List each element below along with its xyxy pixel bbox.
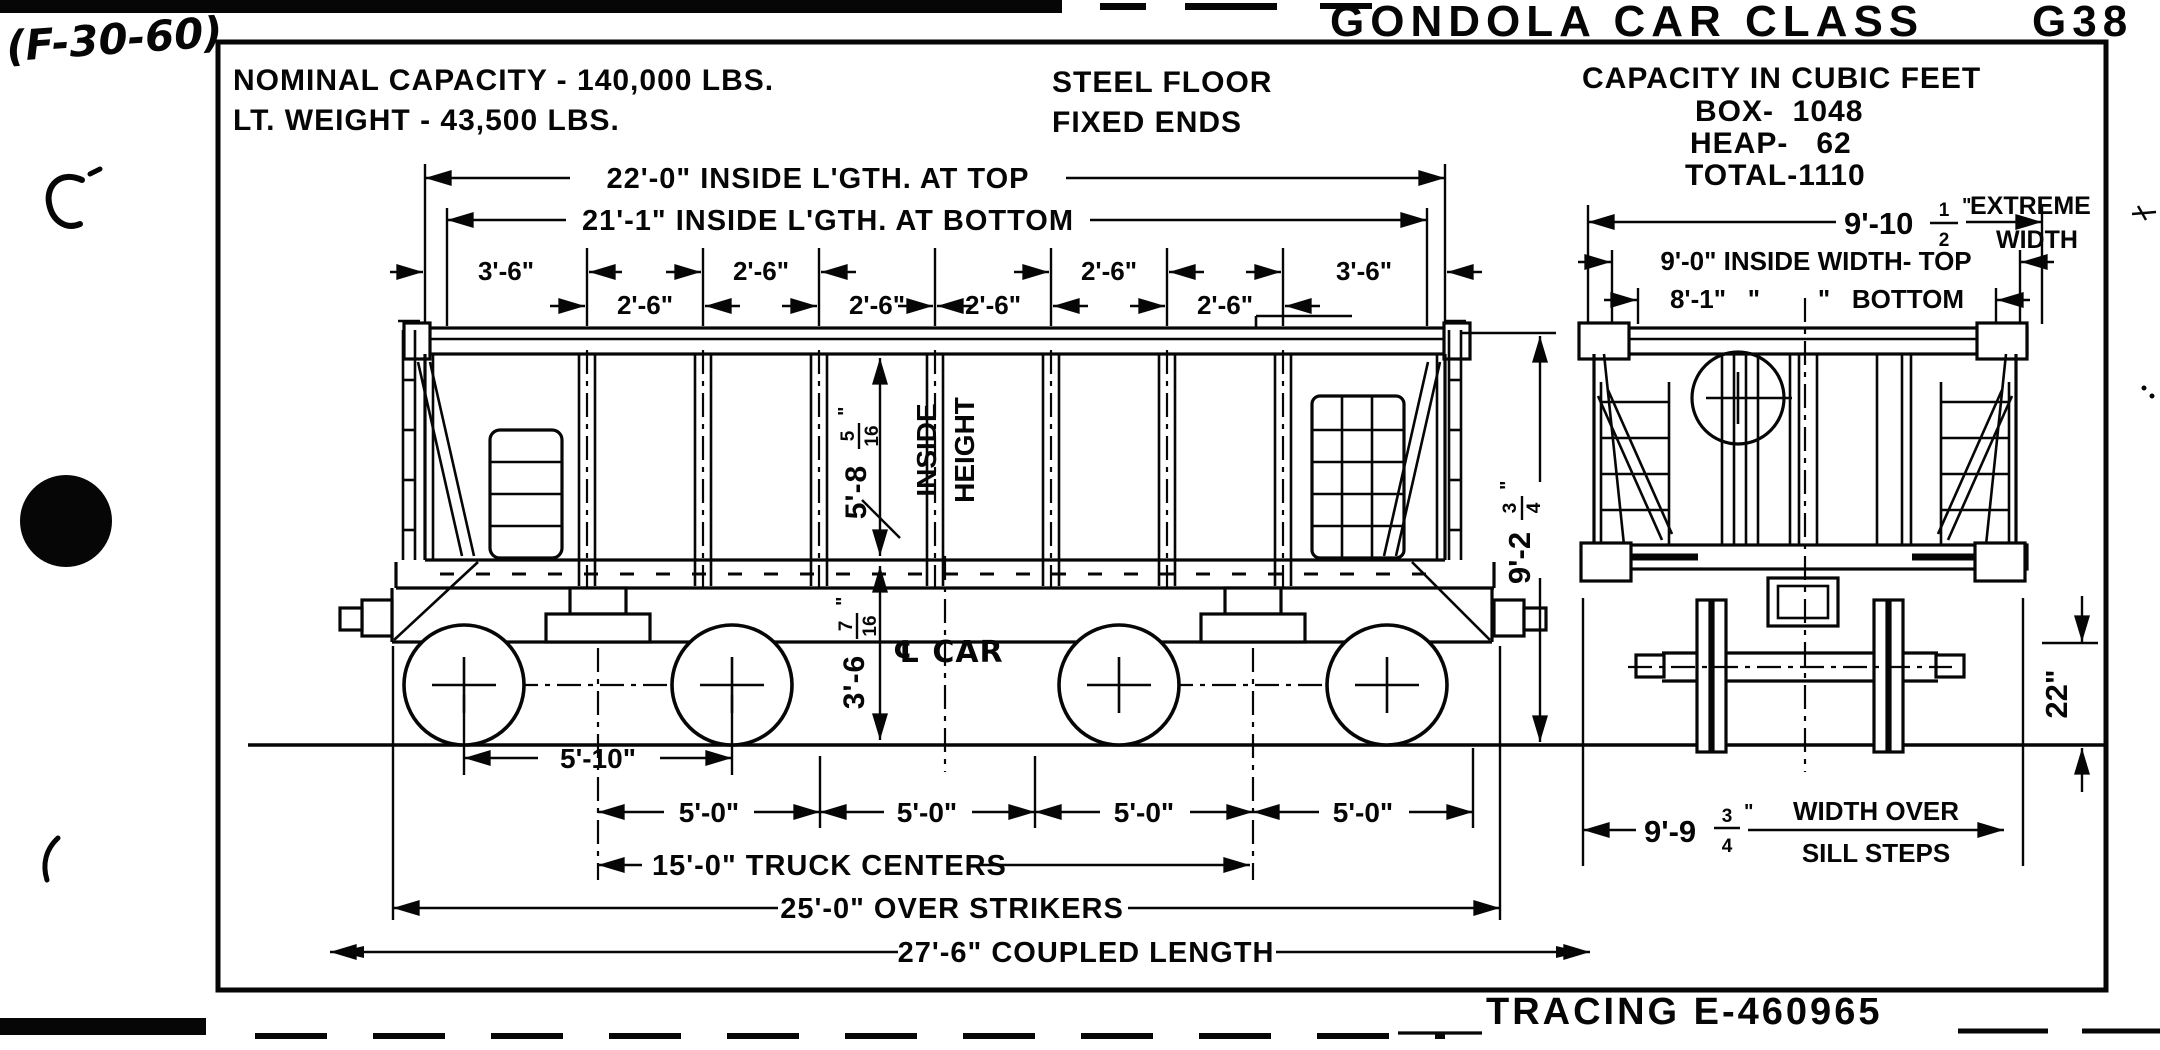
svg-text:4: 4 bbox=[1524, 502, 1545, 513]
nominal-capacity-label: NOMINAL CAPACITY - 140,000 LBS. bbox=[233, 64, 774, 97]
inside-height-dimension: 5'-8 5 16 " INSIDE HEIGHT 3'-6 7 16 " ℄ … bbox=[833, 357, 1004, 740]
dim-coupled-length: 27'-6" COUPLED LENGTH bbox=[898, 937, 1275, 969]
inside-height-word: INSIDE bbox=[911, 403, 942, 496]
svg-text:9'-2: 9'-2 bbox=[1502, 532, 1537, 584]
svg-text:1: 1 bbox=[1939, 200, 1950, 221]
dim-panel: 2'-6" bbox=[849, 290, 905, 320]
side-view bbox=[338, 314, 1548, 772]
svg-text:16: 16 bbox=[860, 615, 881, 636]
svg-text:7: 7 bbox=[836, 621, 857, 632]
capacity-box-value: BOX- 1048 bbox=[1695, 95, 1863, 128]
dim-truck-centers: 15'-0" TRUCK CENTERS bbox=[652, 850, 1007, 882]
light-weight-label: LT. WEIGHT - 43,500 LBS. bbox=[233, 104, 620, 137]
sheet-border bbox=[215, 39, 2109, 993]
dim-panel: 3'-6" bbox=[478, 256, 534, 286]
svg-text:SILL STEPS: SILL STEPS bbox=[1802, 838, 1950, 868]
punch-hole bbox=[20, 475, 112, 567]
right-end-ladder bbox=[1254, 314, 1466, 560]
end-ribs bbox=[1720, 354, 1913, 545]
dim-width-over-sill-steps: 9'-9 3 4 " WIDTH OVER SILL STEPS bbox=[1581, 598, 2025, 868]
svg-text:3'-6: 3'-6 bbox=[838, 655, 871, 710]
tracing-number: TRACING E-460965 bbox=[1486, 991, 1882, 1033]
bottom-edge-bar bbox=[0, 1018, 206, 1035]
svg-text:5: 5 bbox=[838, 430, 859, 441]
dim-coupler-height: 22" bbox=[2039, 596, 2098, 792]
svg-text:": " bbox=[1744, 801, 1753, 823]
ends-type-label: FIXED ENDS bbox=[1052, 106, 1242, 139]
svg-text:16: 16 bbox=[862, 425, 883, 446]
capacity-total-value: TOTAL-1110 bbox=[1685, 159, 1866, 192]
svg-text:9'-9: 9'-9 bbox=[1644, 814, 1696, 849]
side-stakes bbox=[577, 350, 1293, 590]
dim-overall-height: 9'-2 3 4 " bbox=[1462, 331, 1556, 742]
end-ladder-right bbox=[1936, 382, 2014, 545]
svg-text:": " bbox=[835, 407, 857, 416]
drawing-title: GONDOLA CAR CLASS bbox=[1330, 0, 1924, 46]
bottom-dimensions: 5'-10" 5'-0" 5'-0" 5'-0" 5'-0" 15'-0" TR… bbox=[329, 646, 1591, 969]
dim-axle-spacing: 5'-0" bbox=[897, 797, 957, 828]
dim-over-strikers: 25'-0" OVER STRIKERS bbox=[780, 893, 1124, 925]
svg-text:": " bbox=[833, 597, 855, 606]
coupler-left bbox=[360, 598, 394, 638]
dim-panel: 2'-6" bbox=[1081, 256, 1137, 286]
dim-inside-width-bottom: 8'-1" " " BOTTOM bbox=[1670, 284, 1964, 314]
svg-text:": " bbox=[1497, 481, 1519, 490]
dim-axle-spacing: 5'-0" bbox=[1333, 797, 1393, 828]
pencil-mark-paren bbox=[42, 835, 61, 883]
floor-type-label: STEEL FLOOR bbox=[1052, 66, 1272, 99]
dim-axle-spacing: 5'-0" bbox=[1114, 797, 1174, 828]
dim-inside-length-bottom: 21'-1" INSIDE L'GTH. AT BOTTOM bbox=[582, 205, 1074, 237]
svg-text:WIDTH: WIDTH bbox=[1996, 226, 2078, 254]
svg-text:4: 4 bbox=[1722, 836, 1733, 857]
left-end-ladder bbox=[398, 319, 564, 560]
top-edge-bar bbox=[0, 0, 1062, 13]
bolster-right bbox=[1223, 586, 1283, 616]
car-centerline-label: ℄ CAR bbox=[893, 635, 1004, 670]
bolster-left bbox=[568, 586, 628, 616]
dim-panel: 2'-6" bbox=[733, 256, 789, 286]
svg-text:": " bbox=[1962, 195, 1971, 217]
top-dimensions: 22'-0" INSIDE L'GTH. AT TOP 21'-1" INSID… bbox=[390, 163, 1482, 326]
dim-inside-length-top: 22'-0" INSIDE L'GTH. AT TOP bbox=[606, 163, 1029, 195]
dim-panel: 2'-6" bbox=[1197, 290, 1253, 320]
end-ladder-left bbox=[1596, 382, 1674, 545]
end-view: 9'-10 1 2 " EXTREME WIDTH 9'-0" INSIDE W… bbox=[1462, 192, 2098, 868]
car-class: G38 bbox=[2032, 0, 2133, 46]
dim-panel: 2'-6" bbox=[965, 290, 1021, 320]
capacity-heap-value: HEAP- 62 bbox=[1690, 127, 1852, 160]
svg-text:9'-10: 9'-10 bbox=[1844, 206, 1913, 241]
dim-panel: 2'-6" bbox=[617, 290, 673, 320]
svg-text:3: 3 bbox=[1722, 806, 1733, 827]
dim-axle-spacing: 5'-0" bbox=[679, 797, 739, 828]
pencil-reference-note: (F-30-60) bbox=[5, 7, 225, 71]
wheelset bbox=[1628, 598, 1966, 754]
svg-text:3: 3 bbox=[1500, 503, 1521, 514]
dim-extreme-width: 9'-10 1 2 " EXTREME WIDTH bbox=[1844, 192, 2091, 254]
inside-height-word: HEIGHT bbox=[949, 397, 980, 503]
capacity-header: CAPACITY IN CUBIC FEET bbox=[1582, 62, 1981, 95]
svg-text:22": 22" bbox=[2039, 669, 2074, 718]
coupler-right bbox=[1492, 598, 1526, 638]
dim-wheelbase: 5'-10" bbox=[560, 743, 636, 774]
svg-text:5'-8: 5'-8 bbox=[840, 465, 873, 520]
dim-inside-width-top: 9'-0" INSIDE WIDTH- TOP bbox=[1660, 246, 1971, 276]
svg-text:WIDTH OVER: WIDTH OVER bbox=[1793, 796, 1959, 826]
svg-text:EXTREME: EXTREME bbox=[1970, 192, 2091, 220]
svg-text:2: 2 bbox=[1939, 230, 1950, 251]
pencil-mark-c bbox=[45, 173, 85, 229]
dim-panel: 3'-6" bbox=[1336, 256, 1392, 286]
